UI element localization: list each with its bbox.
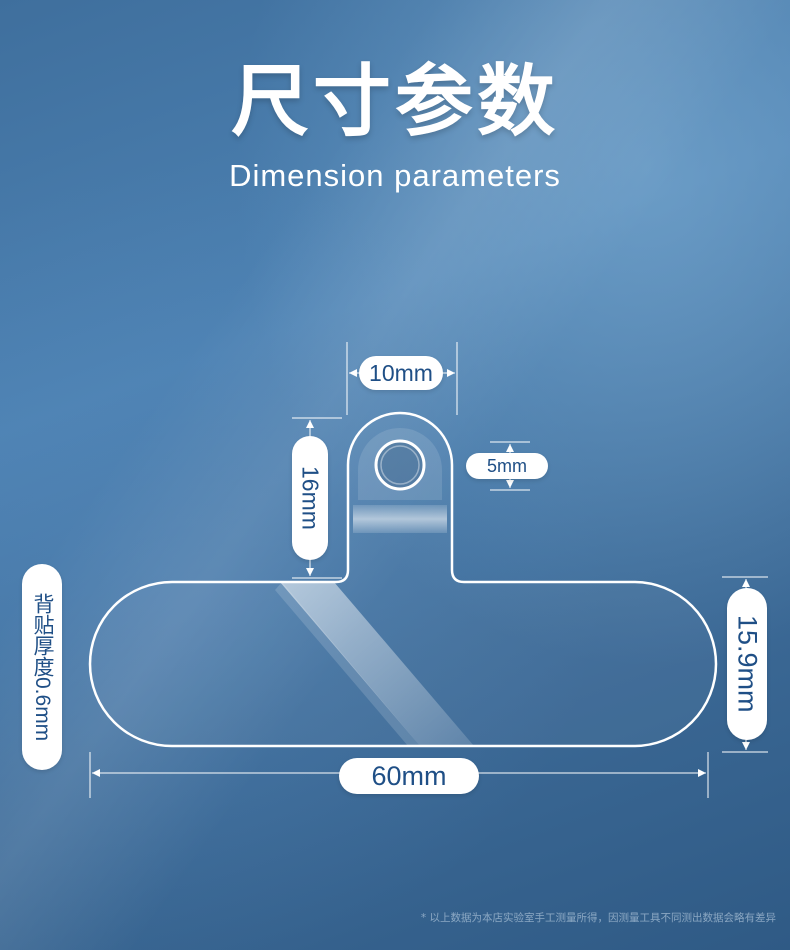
label-tab-height-text: 16mm [297, 466, 324, 530]
label-hole: 5mm [466, 453, 548, 479]
label-body-width-text: 60mm [371, 761, 447, 791]
label-body-height-text: 15.9mm [732, 615, 763, 713]
tab-band [353, 505, 447, 533]
tab-highlight [358, 428, 442, 500]
patch-outline [88, 411, 718, 748]
label-thickness: 背贴厚度0.6mm [22, 564, 62, 770]
page-title: 尺寸参数 [230, 57, 559, 147]
surface-glint-edge [275, 582, 420, 746]
label-tab-width: 10mm [359, 356, 443, 390]
lanyard-hole-inner [380, 445, 420, 485]
label-hole-text: 5mm [487, 456, 527, 476]
label-body-width: 60mm [339, 758, 479, 794]
label-body-height: 15.9mm [727, 588, 767, 740]
lanyard-hole [374, 439, 426, 491]
label-tab-width-text: 10mm [369, 360, 433, 386]
label-tab-height: 16mm [292, 436, 328, 560]
surface-glint [280, 582, 474, 746]
page-subtitle: Dimension parameters [229, 158, 561, 193]
label-thickness-text: 背贴厚度0.6mm [31, 592, 54, 742]
measurement-disclaimer: * 以上数据为本店实验室手工测量所得，因测量工具不同测出数据会略有差异 [420, 912, 776, 924]
